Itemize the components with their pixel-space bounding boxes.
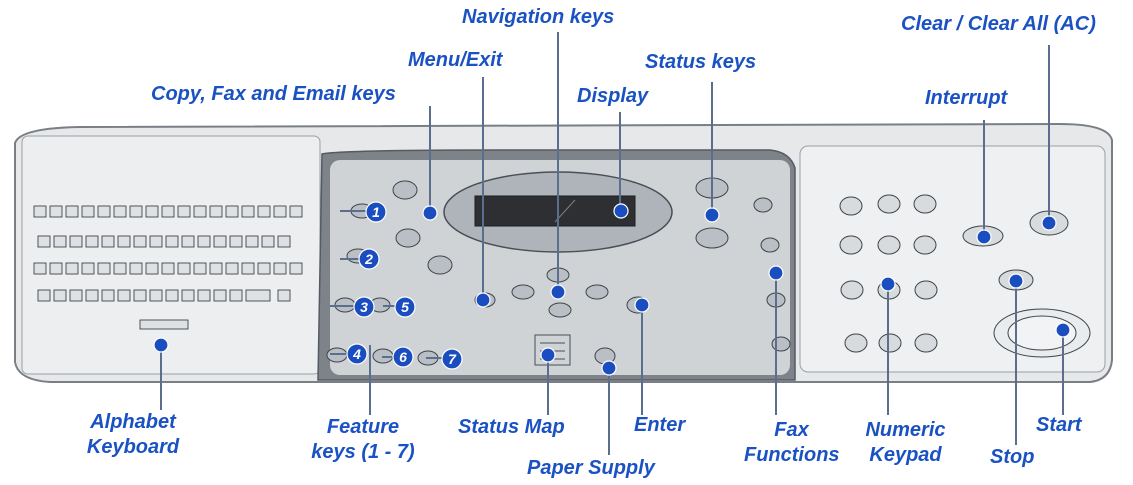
label-paper-supply: Paper Supply [527,457,655,479]
keypad-keys [839,194,1091,358]
label-fax-functions-line1: Fax [774,419,809,441]
label-alphabet-keyboard-line1: Alphabet [90,411,176,433]
label-enter: Enter [634,414,686,436]
label-clear-all: Clear / Clear All (AC) [901,13,1096,35]
leader-lines [160,32,1064,455]
feature-key-7-number: 7 [448,351,457,367]
label-copy-fax-email: Copy, Fax and Email keys [151,83,396,105]
feature-key-2-marker [358,248,380,270]
label-alphabet-keyboard-line2: Keyboard [86,436,180,458]
label-numeric-keypad-line1: Numeric [865,419,946,441]
label-feature-keys-line2: keys (1 - 7) [311,441,415,463]
feature-key-7-marker [441,348,463,370]
label-display: Display [577,85,649,107]
label-alphabet-keyboard: Alphabet Keyboard [68,410,198,460]
label-navigation-keys: Navigation keys [462,6,615,28]
label-feature-keys: Feature keys (1 - 7) [288,415,438,465]
label-numeric-keypad-line2: Keypad [869,444,942,466]
label-menu-exit: Menu/Exit [408,49,503,71]
feature-key-4-number: 4 [352,346,361,362]
feature-key-5-number: 5 [401,299,409,315]
label-fax-functions: Fax Functions [744,418,840,468]
feature-key-4-marker [346,343,368,365]
display-screen [474,195,636,227]
pointer-markers [153,203,1071,376]
feature-key-6-marker [392,346,414,368]
feature-key-5-marker [394,296,416,318]
feature-key-6-number: 6 [399,349,407,365]
control-panel [14,122,1113,383]
label-fax-functions-line2: Functions [744,444,840,466]
feature-key-3-number: 3 [360,299,368,315]
alphabet-keys [33,205,303,330]
label-status-keys: Status keys [645,51,757,73]
label-stop: Stop [990,446,1035,468]
label-start: Start [1036,414,1082,436]
label-status-map: Status Map [458,416,565,438]
feature-key-1-marker [365,201,387,223]
feature-key-3-marker [353,296,375,318]
label-feature-keys-line1: Feature [326,416,400,438]
label-interrupt: Interrupt [925,87,1008,109]
space-key [139,319,189,330]
feature-key-markers: 1 2 3 5 4 6 7 [346,201,463,370]
feature-key-1-number: 1 [372,204,380,220]
alphabet-keyboard-section [21,135,321,375]
label-numeric-keypad: Numeric Keypad [848,418,963,468]
feature-key-2-number: 2 [364,251,373,267]
